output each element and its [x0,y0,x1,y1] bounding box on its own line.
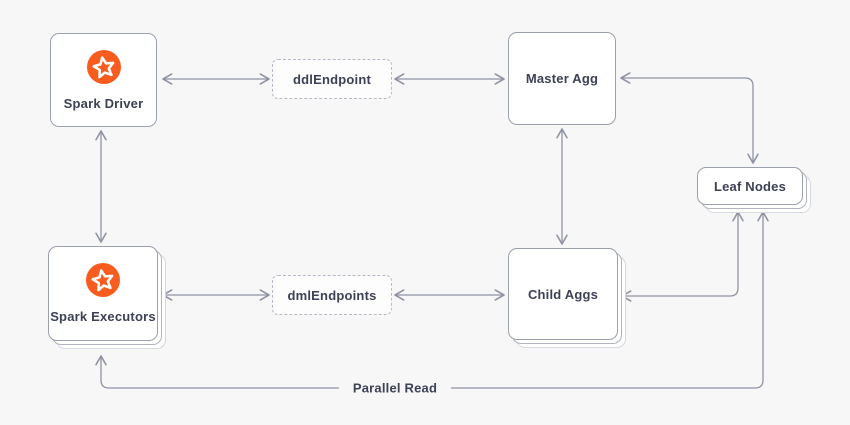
node-dml-endpoints: dmlEndpoints [272,275,392,315]
node-label-spark-executors: Spark Executors [50,309,156,324]
node-label-master-agg: Master Agg [525,71,599,86]
edge-childaggs-leafnodes [621,211,744,302]
node-spark-driver: Spark Driver [50,33,157,127]
node-spark-executors: Spark Executors [48,246,158,341]
parallel-read-label: Parallel Read [338,380,452,396]
node-leaf-nodes: Leaf Nodes [697,167,803,205]
edge-masteragg-leafnodes [620,72,759,164]
edge-parallel-read [95,211,769,389]
spark-logo-icon [86,263,120,297]
spark-logo-icon [86,49,121,84]
node-master-agg: Master Agg [508,32,616,125]
node-label-child-aggs: Child Aggs [527,286,599,302]
node-ddl-endpoint: ddlEndpoint [272,59,392,99]
node-label-dml-endpoints: dmlEndpoints [287,287,377,303]
node-label-ddl-endpoint: ddlEndpoint [292,71,371,87]
node-label-leaf-nodes: Leaf Nodes [713,178,787,194]
node-child-aggs: Child Aggs [508,248,618,340]
node-label-spark-driver: Spark Driver [63,95,144,111]
